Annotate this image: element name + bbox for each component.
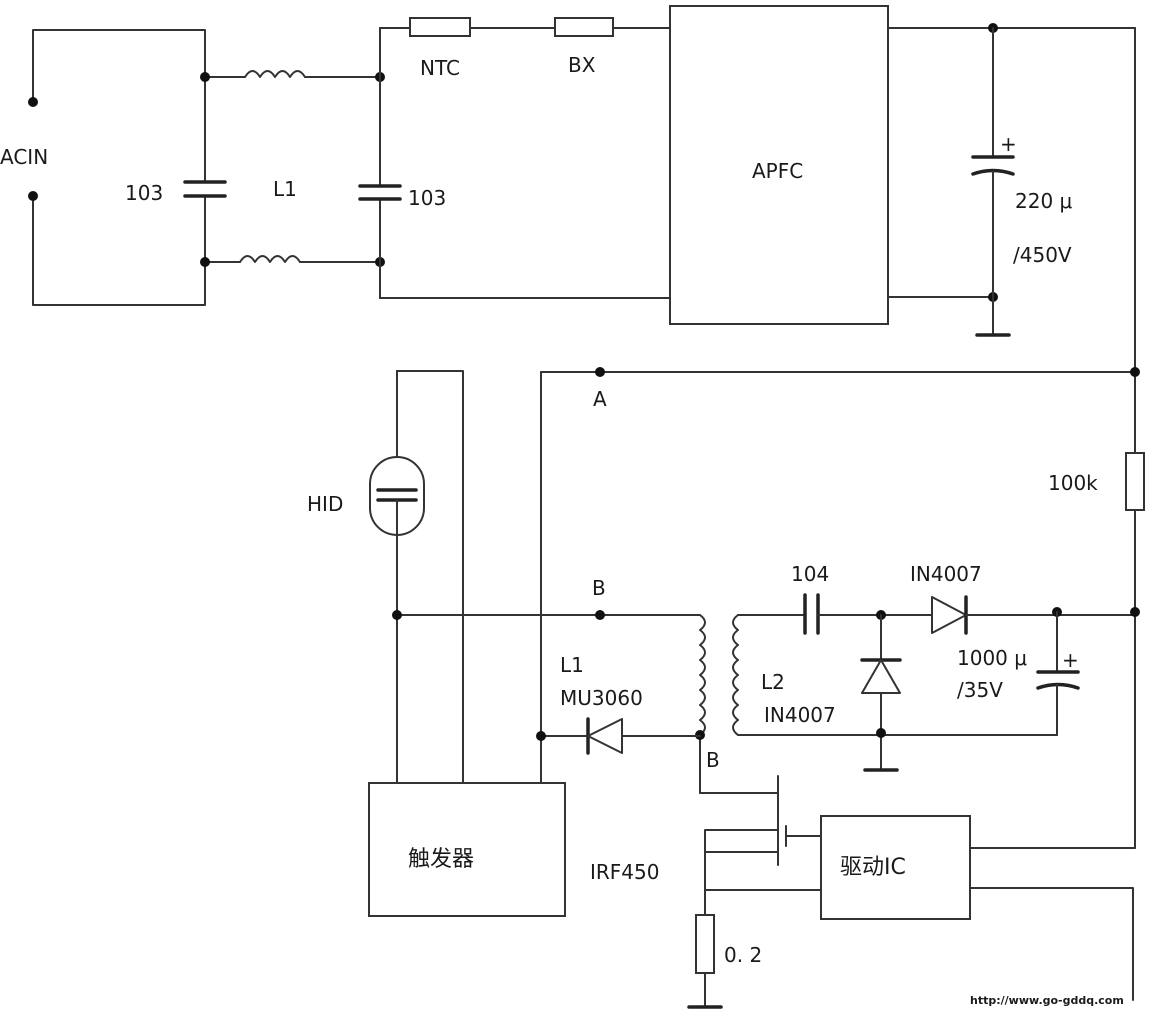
apfc-label: APFC: [752, 159, 803, 183]
cap-1000-plus: +: [1062, 648, 1079, 672]
ac-terminal-bottom: [28, 191, 38, 201]
apfc-block: [669, 5, 889, 325]
cap-220-value-label: 220 μ: [1015, 189, 1073, 213]
ac-terminal-top: [28, 97, 38, 107]
l2-label: L2: [761, 670, 785, 694]
transformer-secondary-coil: [732, 614, 739, 736]
ntc-thermistor: [409, 17, 471, 37]
r-0-2-label: 0. 2: [724, 943, 762, 967]
in4007-bottom-label: IN4007: [764, 703, 836, 727]
irf450-label: IRF450: [590, 860, 659, 884]
cap-220-voltage-label: /450V: [1013, 243, 1072, 267]
l1-transformer-label: L1: [560, 653, 584, 677]
cap-220-plus: +: [1000, 132, 1017, 156]
mosfet-irf450: [699, 775, 824, 891]
driver-ic-block: [820, 815, 971, 920]
cap-103-right-label: 103: [408, 186, 446, 210]
lamp-section: A HID B: [307, 367, 1140, 784]
cap-103-left-label: 103: [125, 181, 163, 205]
bx-label: BX: [568, 53, 596, 77]
source-url: http://www.go-gddq.com: [970, 994, 1124, 1007]
fuse-bx: [554, 17, 614, 37]
node-b-bottom-label: B: [706, 748, 720, 772]
diode-in4007-shunt: [860, 658, 902, 694]
acin-label: ACIN: [0, 145, 48, 169]
apfc-section: APFC + 220 μ /450V 100k: [669, 5, 1145, 849]
inductor-l1-top: [244, 70, 306, 78]
igniter-label: 触发器: [408, 847, 474, 872]
diode-mu3060: [586, 717, 623, 755]
inductor-l1-bottom: [239, 255, 301, 263]
hid-label: HID: [307, 492, 343, 516]
driver-ic-label: 驱动IC: [840, 855, 906, 880]
capacitor-104: [803, 593, 820, 635]
node-b-top-label: B: [592, 576, 606, 600]
node-a-label: A: [593, 387, 607, 411]
cap-1000-value-label: 1000 μ: [957, 646, 1027, 670]
cap-104-label: 104: [791, 562, 829, 586]
ntc-label: NTC: [420, 56, 460, 80]
mu3060-label: MU3060: [560, 686, 643, 710]
diode-in4007-series: [931, 595, 968, 635]
in4007-top-label: IN4007: [910, 562, 982, 586]
transformer-section: L1 MU3060 B L2 IN4007 104: [536, 562, 1140, 794]
drive-section: 触发器 IRF450 驱动IC 0. 2: [368, 775, 1136, 1009]
resistor-100k: [1125, 452, 1145, 511]
resistor-0-2: [695, 914, 715, 974]
transformer-primary-coil: [699, 614, 706, 736]
r-100k-label: 100k: [1048, 471, 1098, 495]
igniter-block: [368, 782, 566, 917]
cap-1000-voltage-label: /35V: [957, 678, 1003, 702]
l1-filter-label: L1: [273, 177, 297, 201]
capacitor-103-right: [358, 184, 402, 201]
input-filter: ACIN 103 L1 103 NTC BX: [0, 17, 671, 306]
capacitor-103-left: [183, 180, 227, 198]
capacitor-1000u: [1036, 670, 1080, 690]
